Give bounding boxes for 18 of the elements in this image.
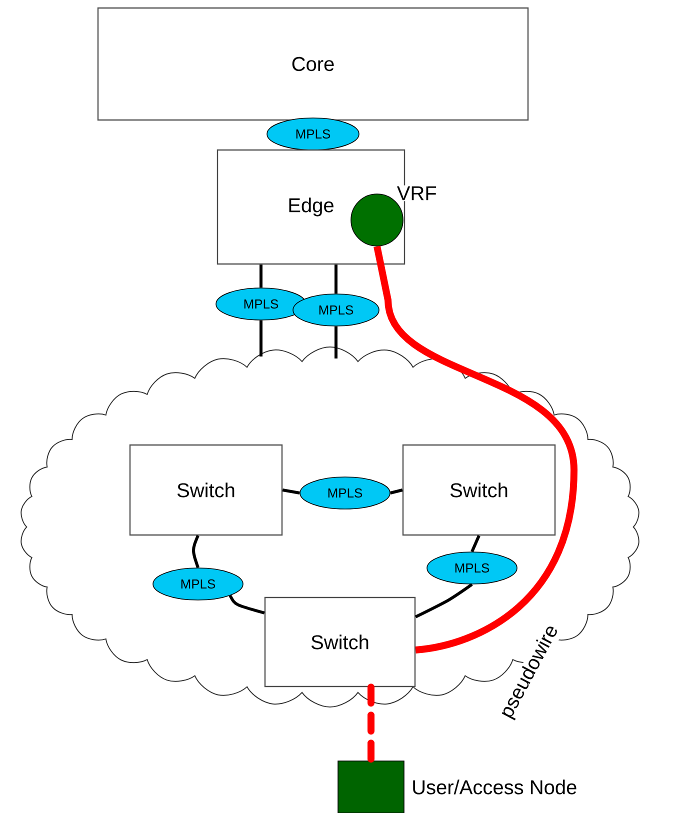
device-box: Switch xyxy=(402,444,556,536)
connection-line xyxy=(228,594,265,614)
connection-line xyxy=(334,264,338,294)
connection-line xyxy=(260,264,262,288)
device-box: Switch xyxy=(129,444,283,536)
pseudowire-line xyxy=(368,684,374,764)
connection-line xyxy=(334,326,338,358)
connection-line xyxy=(470,535,480,552)
connection-line xyxy=(390,488,403,494)
connection-line xyxy=(414,583,473,618)
node-label: VRF xyxy=(396,186,436,200)
device-box: Core xyxy=(97,7,529,121)
connection-line xyxy=(192,535,200,568)
node-label: User/Access Node xyxy=(413,780,576,794)
connection-line xyxy=(282,488,300,494)
connection-line xyxy=(260,320,262,356)
pseudowire-line xyxy=(374,246,578,654)
device-box: Switch xyxy=(264,596,416,688)
